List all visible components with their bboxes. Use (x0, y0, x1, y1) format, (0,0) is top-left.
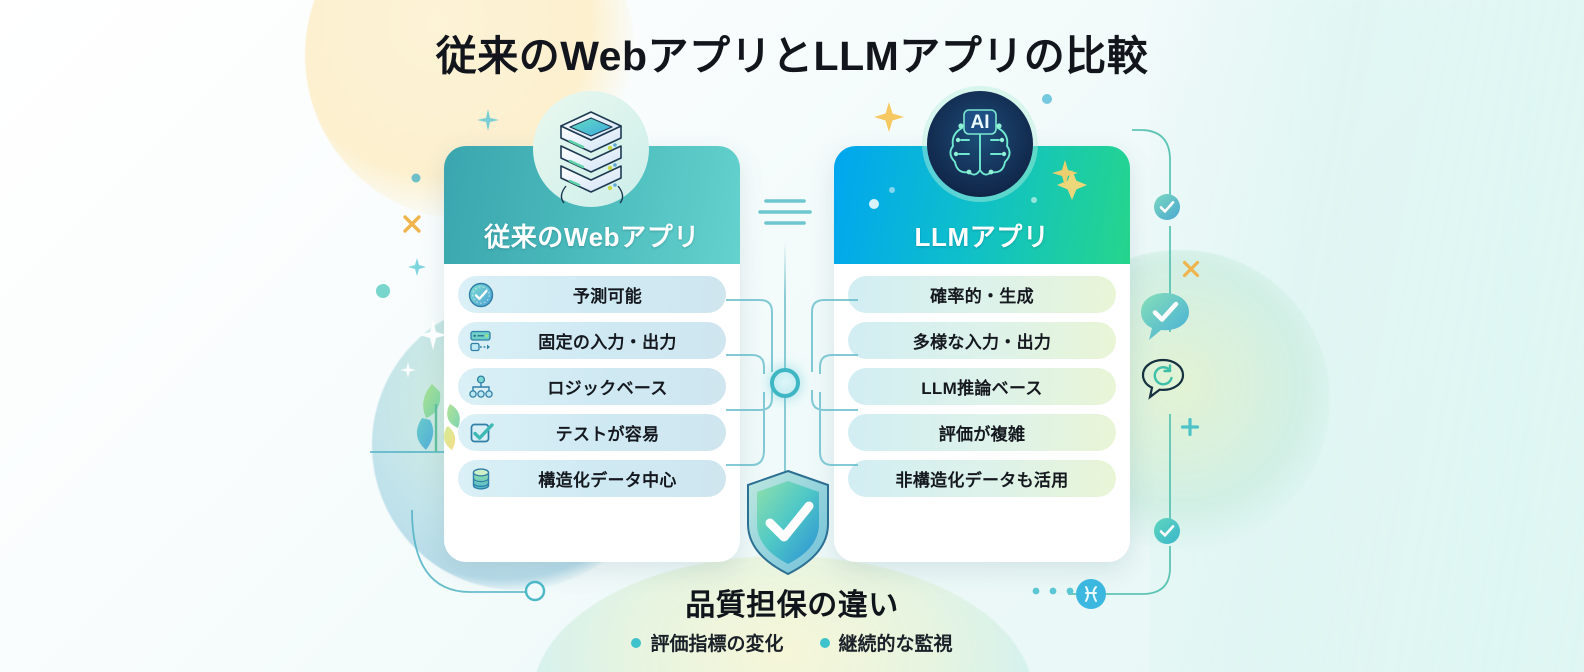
sparkle-star-small-icon (1052, 160, 1078, 186)
list-item[interactable]: 固定の入力・出力 (458, 322, 726, 359)
dot-medium-icon (376, 284, 390, 298)
plant-sprout-icon (416, 384, 460, 452)
list-item[interactable]: 評価が複雑 (848, 414, 1116, 451)
ai-badge-text: AI (971, 112, 990, 133)
footer-heading: 品質担保の違い (685, 589, 899, 622)
list-item[interactable]: 構造化データ中心 (458, 460, 726, 497)
checkbox-check-icon (470, 422, 494, 442)
card-left-title: 従来のWebアプリ (484, 222, 700, 252)
page-title: 従来のWebアプリとLLMアプリの比較 (435, 33, 1149, 79)
list-item[interactable]: LLM推論ベース (848, 368, 1116, 405)
list-item-label: ロジックベース (547, 379, 668, 398)
header-sparkles (869, 170, 1087, 209)
plus-icon (1180, 417, 1200, 437)
sparkle-white-icon (419, 320, 447, 350)
list-item-label: 多様な入力・出力 (912, 333, 1052, 352)
list-item-label: 固定の入力・出力 (538, 333, 677, 352)
list-item-label: 評価が複雑 (938, 425, 1026, 444)
footer-section: 品質担保の違い 評価指標の変化 継続的な監視 (0, 580, 1584, 656)
footer-tag-label: 評価指標の変化 (650, 634, 784, 655)
card-right-title: LLMアプリ (914, 222, 1050, 252)
list-item[interactable]: 多様な入力・出力 (848, 322, 1116, 359)
check-circle-node-icon-2 (1154, 518, 1180, 544)
card-left-items: 予測可能 固定の入力・出力 (444, 264, 740, 511)
form-arrow-icon (470, 330, 491, 351)
cross-x-icon (1182, 260, 1200, 278)
list-item[interactable]: 非構造化データも活用 (848, 460, 1116, 497)
clock-check-icon (468, 282, 494, 307)
center-divider (740, 146, 830, 616)
list-item-label: 予測可能 (572, 287, 643, 306)
list-item-label: テストが容易 (555, 425, 660, 444)
bullet-dot-icon (631, 637, 642, 648)
hierarchy-tree-icon (469, 374, 493, 398)
footer-tag: 継続的な監視 (819, 629, 953, 656)
sparkle-four-point-icon (408, 258, 426, 276)
footer-tags: 評価指標の変化 継続的な監視 (0, 629, 1584, 656)
check-circle-node-icon (1154, 194, 1180, 220)
list-item[interactable]: テストが容易 (458, 414, 726, 451)
list-item-label: 確率的・生成 (930, 287, 1034, 306)
dot-small-icon (411, 173, 421, 183)
speech-bubble-refresh-icon (1141, 358, 1185, 400)
footer-tag: 評価指標の変化 (631, 629, 784, 656)
connector-node-icon (770, 368, 800, 398)
sparkle-star-icon (874, 102, 904, 132)
list-item[interactable]: ロジックベース (458, 368, 726, 405)
list-item[interactable]: 予測可能 (458, 276, 726, 313)
dot-small-icon (1042, 94, 1052, 104)
list-item-label: 非構造化データも活用 (895, 471, 1069, 490)
sparkle-white-small-icon (400, 362, 416, 378)
sparkle-plus-icon (477, 109, 499, 131)
equals-lines-icon (758, 199, 812, 225)
cross-x-icon (403, 215, 421, 233)
card-llm-app: LLMアプリ 確率的・生成 多様な入力・出力 LLM推論ベース 評価が複雑 非構… (834, 146, 1130, 562)
list-item-label: 構造化データ中心 (538, 471, 677, 490)
list-item-label: LLM推論ベース (921, 379, 1043, 398)
shield-check-icon (742, 468, 834, 578)
speech-bubble-check-icon (1141, 293, 1189, 340)
server-stack-icon (526, 86, 656, 216)
database-icon (472, 467, 490, 490)
list-item[interactable]: 確率的・生成 (848, 276, 1116, 313)
card-right-items: 確率的・生成 多様な入力・出力 LLM推論ベース 評価が複雑 非構造化データも活… (834, 264, 1130, 511)
ai-brain-icon: AI (917, 84, 1043, 210)
footer-tag-label: 継続的な監視 (838, 634, 953, 655)
bullet-dot-icon (819, 637, 830, 648)
three-dots-icon (1032, 587, 1074, 595)
